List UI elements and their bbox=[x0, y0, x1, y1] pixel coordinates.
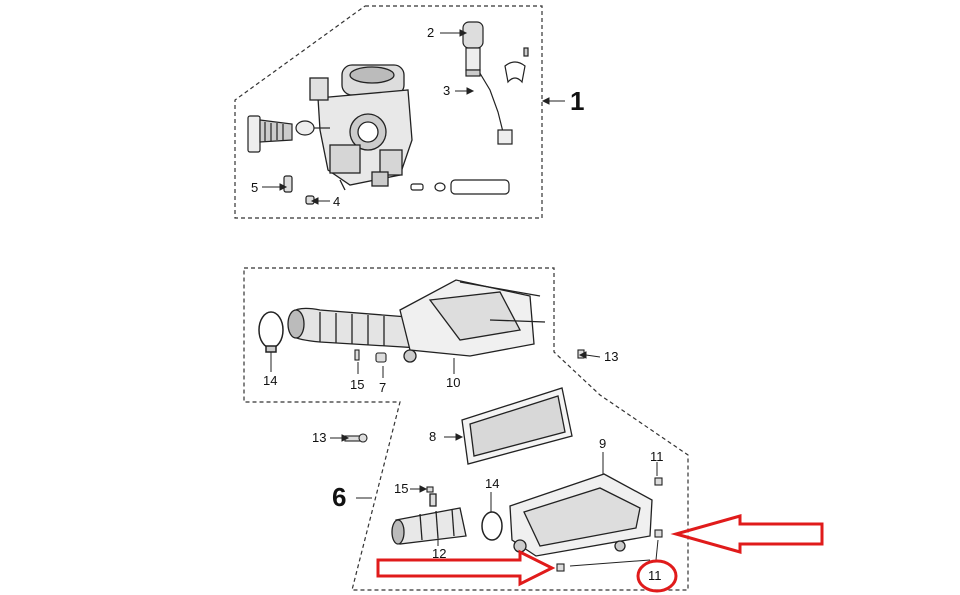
screws-group6 bbox=[344, 433, 663, 572]
small-parts-group1 bbox=[283, 175, 510, 205]
part-label-5: 5 bbox=[251, 180, 259, 195]
part-label-7: 7 bbox=[379, 380, 387, 395]
part-label-15-upper: 15 bbox=[350, 377, 365, 392]
part-label-9: 9 bbox=[599, 436, 607, 451]
group-number-6: 6 bbox=[332, 482, 347, 512]
carburetor-body bbox=[309, 64, 413, 191]
part-label-11-circled: 11 bbox=[648, 568, 662, 583]
part-label-3: 3 bbox=[443, 83, 451, 98]
part-label-14-lower: 14 bbox=[485, 476, 500, 491]
part-label-15-lower: 15 bbox=[394, 481, 409, 496]
filter-element bbox=[461, 387, 573, 465]
breather-tube bbox=[391, 493, 467, 545]
clamp-14b bbox=[481, 511, 503, 541]
part-label-11-upper: 11 bbox=[650, 449, 664, 464]
air-box-upper bbox=[399, 279, 546, 363]
choke-unit bbox=[462, 21, 513, 145]
highlight-circle-part-11 bbox=[636, 559, 678, 593]
air-box-cover bbox=[509, 473, 653, 557]
group-6-boundary bbox=[243, 267, 689, 591]
part-label-2: 2 bbox=[427, 25, 435, 40]
group-number-1: 1 bbox=[570, 86, 585, 116]
clamp-14a bbox=[258, 311, 284, 353]
highlight-arrow-left bbox=[376, 549, 556, 587]
part-label-13-left: 13 bbox=[312, 430, 327, 445]
clip-and-screw bbox=[504, 47, 529, 84]
part-label-13-right: 13 bbox=[604, 349, 619, 364]
intake-tube bbox=[287, 307, 421, 349]
highlight-arrow-right bbox=[670, 514, 824, 554]
group-1-boundary bbox=[234, 5, 543, 219]
leader-lines-group6 bbox=[270, 351, 659, 567]
idle-screw-spring bbox=[247, 115, 330, 153]
part-label-8: 8 bbox=[429, 429, 437, 444]
part-label-10: 10 bbox=[446, 375, 461, 390]
part-label-14-upper: 14 bbox=[263, 373, 278, 388]
part-label-4: 4 bbox=[333, 194, 341, 209]
leader-lines-group1 bbox=[262, 29, 565, 205]
part-label-12: 12 bbox=[432, 546, 447, 561]
